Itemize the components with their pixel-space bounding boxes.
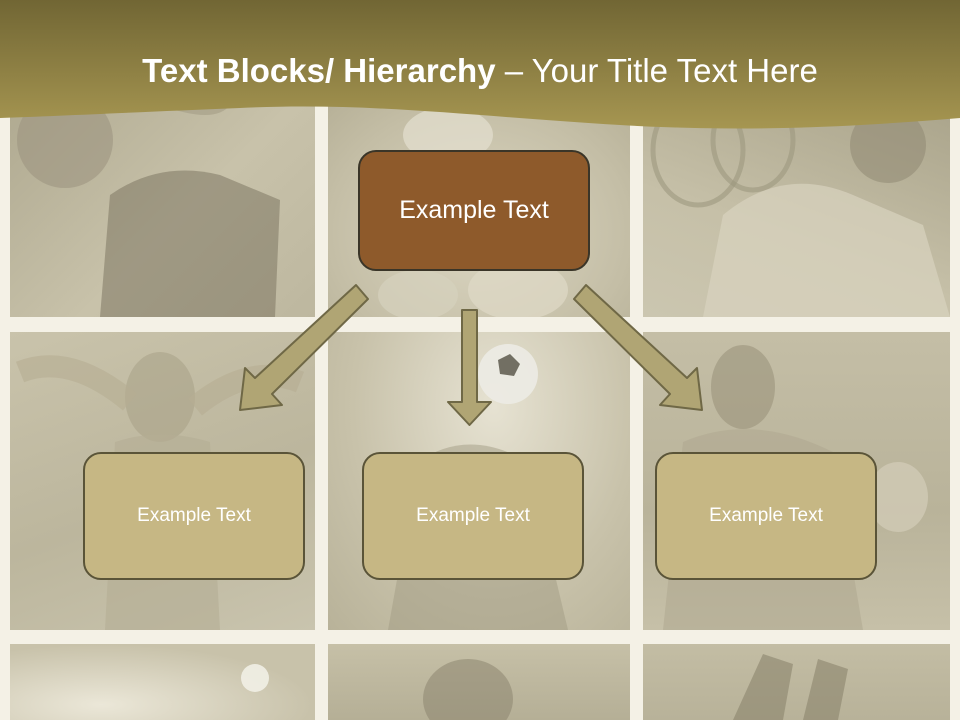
title-bold-part: Text Blocks/ Hierarchy [142,52,496,89]
photo-basketball-player [10,105,315,317]
slide-title: Text Blocks/ Hierarchy – Your Title Text… [0,52,960,90]
title-regular-part: – Your Title Text Here [495,52,818,89]
child-box-middle[interactable]: Example Text [362,452,584,580]
skates-figure [733,654,848,720]
arrow-left [239,284,369,411]
tennis-player-figure [650,105,950,317]
top-level-box[interactable]: Example Text [358,150,590,271]
child-box-left[interactable]: Example Text [83,452,305,580]
arrow-middle [447,309,492,426]
basketball-player-figure [17,105,280,317]
title-banner: Text Blocks/ Hierarchy – Your Title Text… [0,0,960,140]
photo-golf [10,644,315,720]
athlete-bottom-figure [423,659,513,720]
golf-ball-figure [241,664,269,692]
photo-tennis-player [643,105,950,317]
photo-skates [643,644,950,720]
arrow-right [573,284,703,411]
boxer-figure [378,107,568,317]
photo-athlete-bottom [328,644,630,720]
banner-wave-shape [0,0,960,129]
child-box-right[interactable]: Example Text [655,452,877,580]
